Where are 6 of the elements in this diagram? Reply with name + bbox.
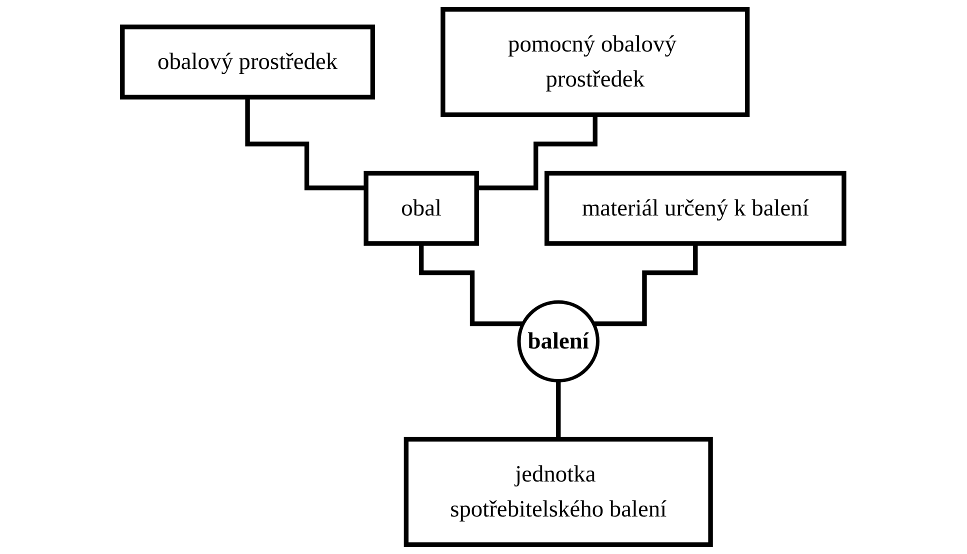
node-box: materiál určený k balení (544, 170, 847, 246)
node-circle: balení (518, 300, 600, 382)
node-box: pomocný obalový prostředek (440, 7, 750, 118)
node-box: obal (364, 170, 480, 246)
node-box: obalový prostředek (120, 24, 376, 100)
node-box: jednotka spotřebitelského balení (404, 436, 714, 547)
